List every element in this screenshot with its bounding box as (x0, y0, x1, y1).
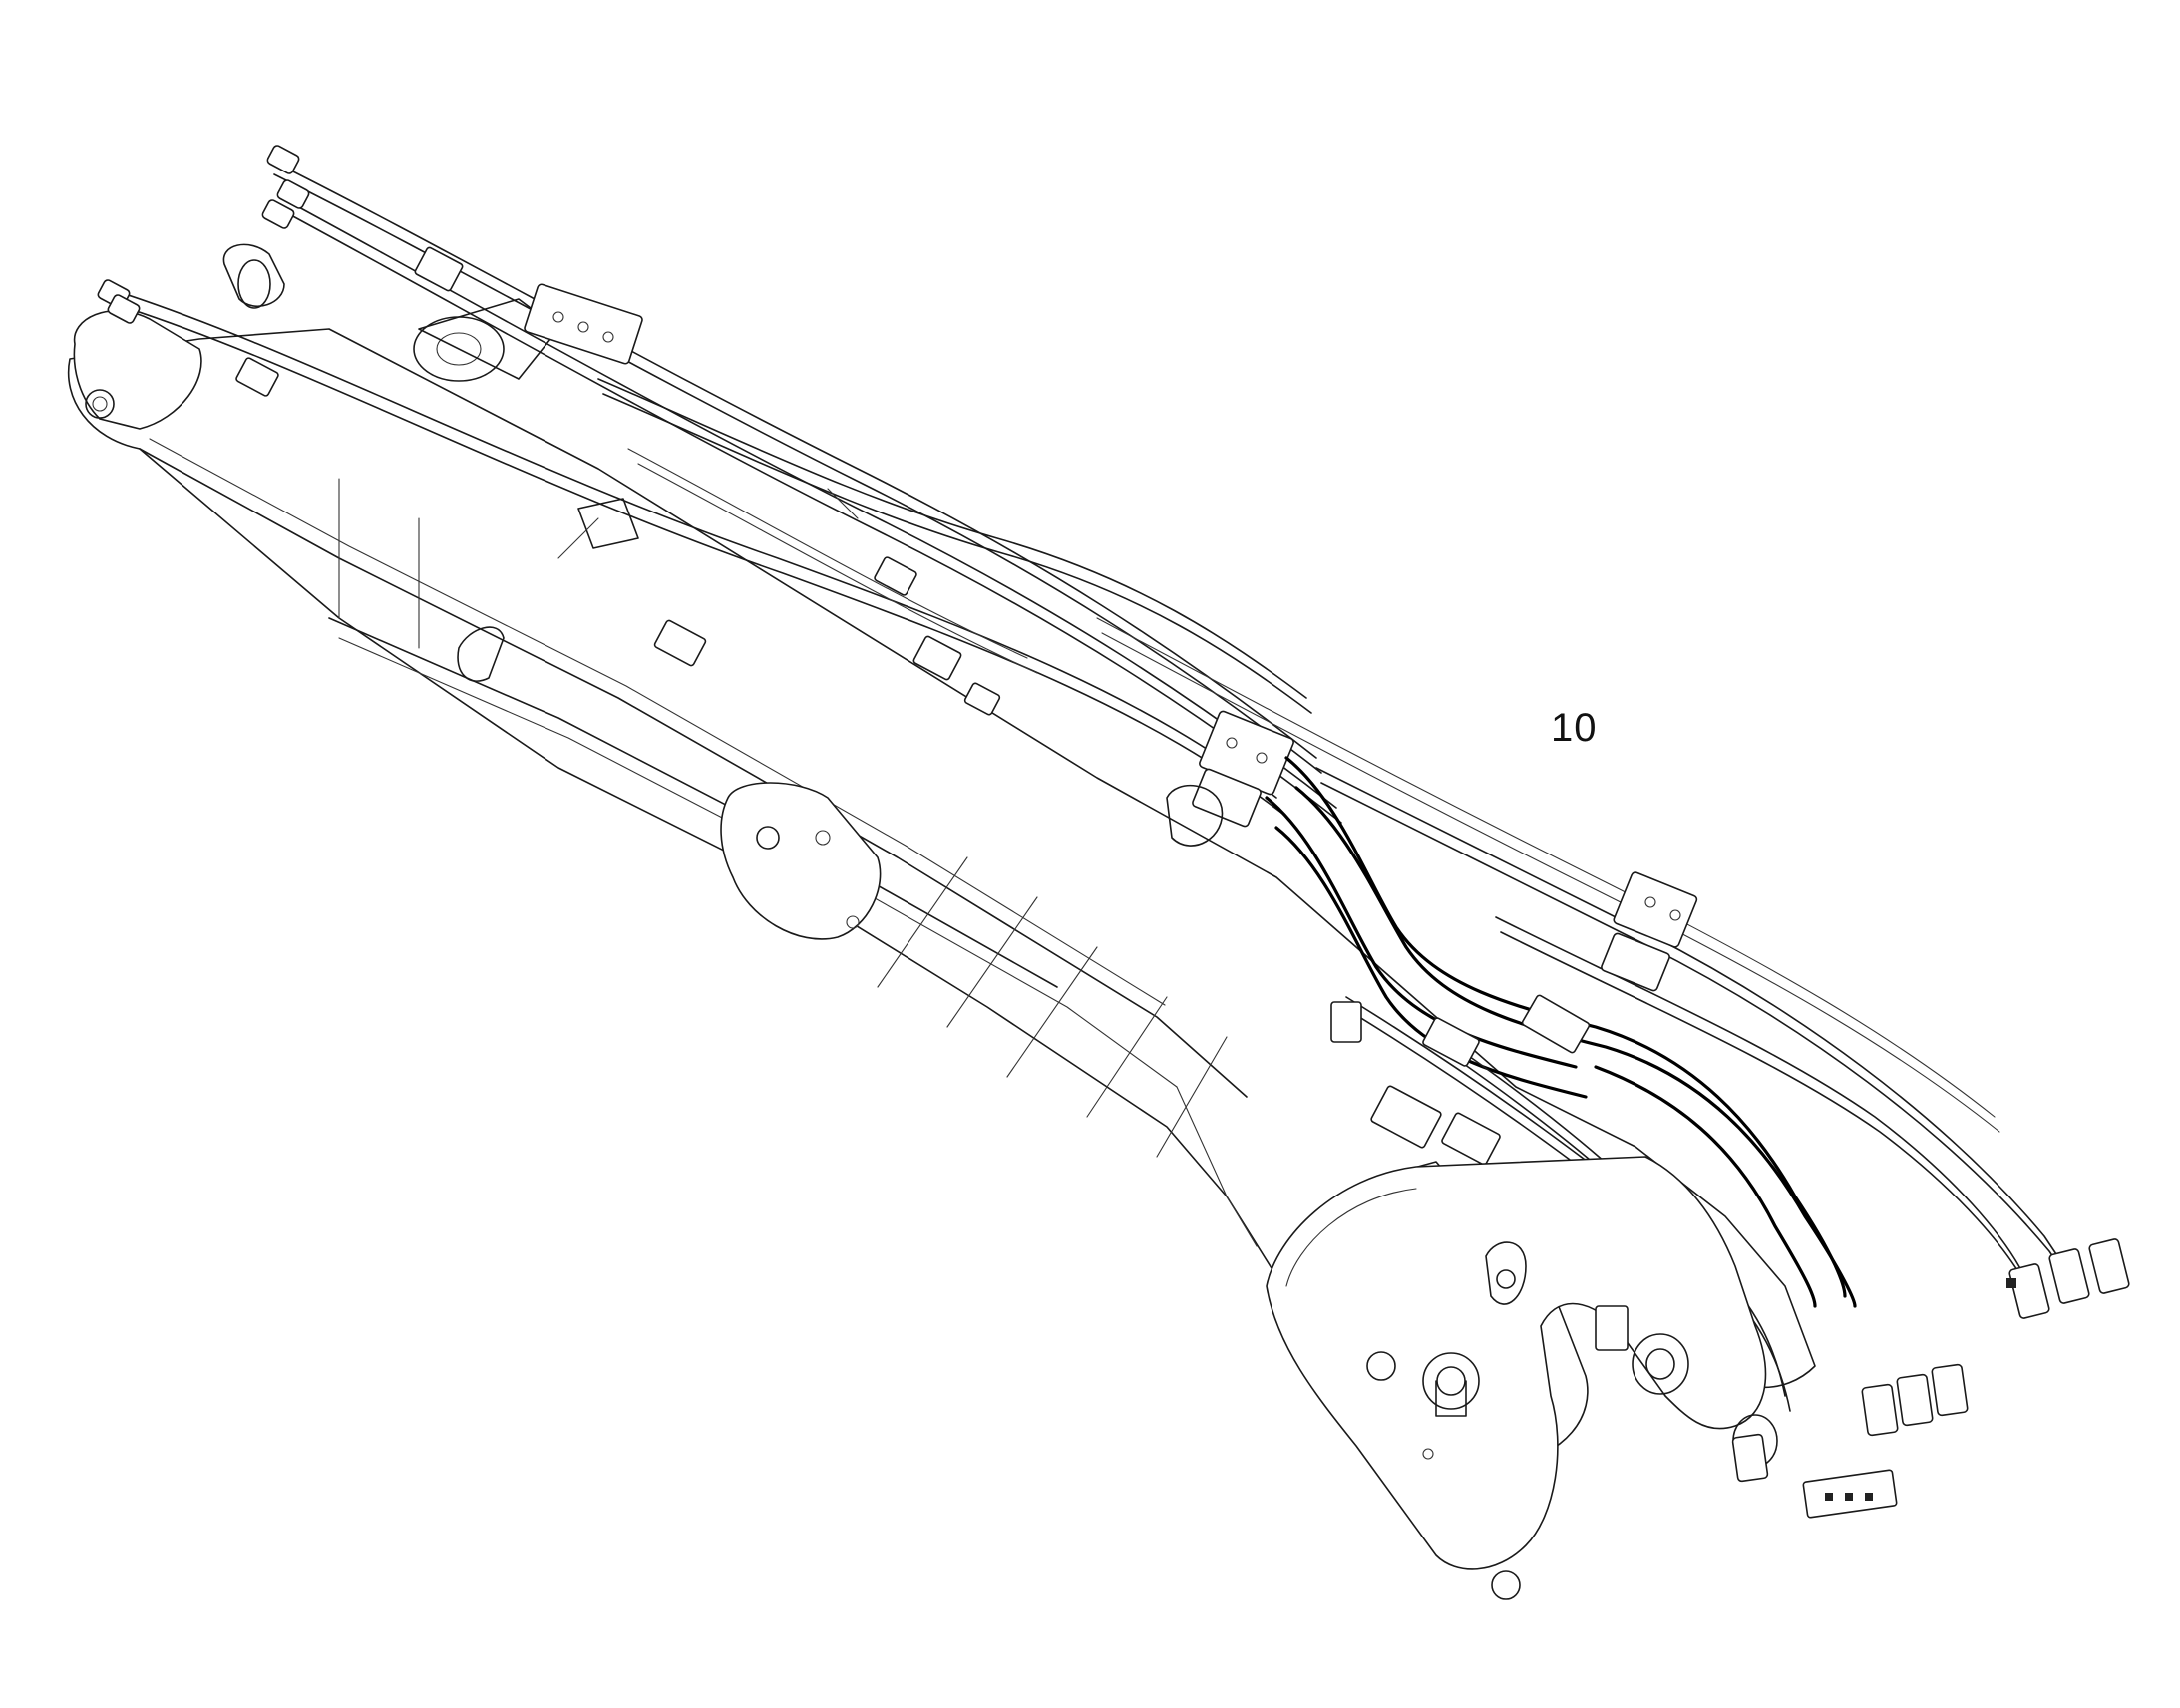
upper-hose-bundle (109, 159, 1342, 824)
nose-fittings (97, 145, 643, 397)
foot-couplings (1731, 1238, 2130, 1519)
boom-nose (73, 243, 559, 430)
callout-label-10: 10 (1551, 706, 1598, 750)
rear-manifold-block (1422, 871, 1698, 1067)
mid-boom-clamps (457, 488, 1001, 716)
boom-foot (1266, 1156, 1778, 1600)
mounting-plate (720, 782, 882, 940)
mid-connector-block (1166, 710, 1294, 847)
